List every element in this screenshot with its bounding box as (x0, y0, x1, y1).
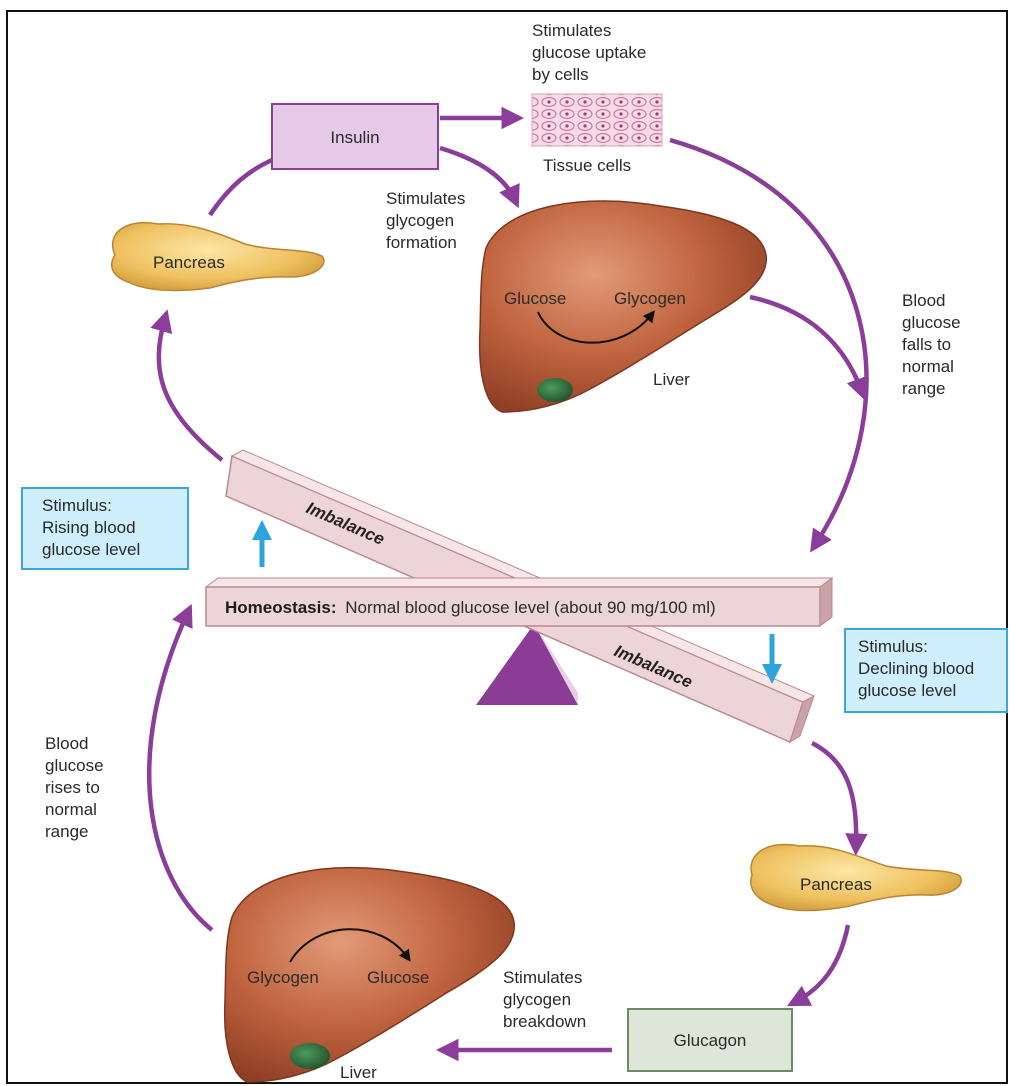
liver-bottom-from: Glycogen (247, 968, 319, 987)
liver-top-label: Liver (653, 370, 690, 389)
stimulus-rising-line: Stimulus: (42, 496, 112, 515)
stimulus-declining-line: glucose level (858, 681, 956, 700)
stimulus-declining-line: Stimulus: (858, 637, 928, 656)
tissue-cells-image (532, 94, 662, 146)
falls-line: normal (902, 357, 954, 376)
insulin-label: Insulin (330, 128, 379, 147)
stimulus-rising-line: Rising blood (42, 518, 136, 537)
pancreas-top: Pancreas (112, 223, 324, 291)
glucagon-label: Glucagon (674, 1031, 747, 1050)
tissue-caption-line: by cells (532, 65, 589, 84)
arrow-tissue-to-falls (670, 140, 866, 545)
glycogen-breakdown-line: breakdown (503, 1012, 586, 1031)
seesaw: Homeostasis: Normal blood glucose level … (206, 450, 832, 742)
liver-top: Glucose Glycogen Liver (480, 201, 767, 412)
liver-bottom-label: Liver (340, 1063, 377, 1082)
stimulus-rising-line: glucose level (42, 540, 140, 559)
rises-line: rises to (45, 778, 100, 797)
glycogen-formation-line: formation (386, 233, 457, 252)
rises-line: glucose (45, 756, 104, 775)
falls-line: Blood (902, 291, 945, 310)
gallbladder-top (537, 378, 573, 402)
stimulus-declining-line: Declining blood (858, 659, 974, 678)
arrow-pancreas-to-insulin (210, 160, 272, 215)
liver-top-to: Glycogen (614, 289, 686, 308)
arrow-imbalance-to-pancreas-bottom (812, 743, 856, 847)
tissue-cells: Stimulates glucose uptake by cells Tissu… (532, 21, 662, 175)
glucagon-box: Glucagon (628, 1009, 792, 1071)
tissue-cells-label: Tissue cells (543, 156, 631, 175)
gallbladder-bottom (290, 1043, 330, 1069)
pancreas-bottom-label: Pancreas (800, 875, 872, 894)
glycogen-formation-line: Stimulates (386, 189, 465, 208)
pancreas-top-label: Pancreas (153, 253, 225, 272)
glycogen-breakdown-line: Stimulates (503, 968, 582, 987)
liver-top-from: Glucose (504, 289, 566, 308)
rises-line: range (45, 822, 88, 841)
falls-line: range (902, 379, 945, 398)
glycogen-formation-text: Stimulates glycogen formation (386, 189, 465, 252)
arrow-imbalance-to-pancreas-top (159, 318, 222, 460)
pancreas-bottom: Pancreas (751, 844, 961, 910)
blood-glucose-falls-text: Blood glucose falls to normal range (902, 291, 961, 398)
rises-line: Blood (45, 734, 88, 753)
falls-line: glucose (902, 313, 961, 332)
homeostasis-label: Homeostasis: Normal blood glucose level … (225, 598, 716, 617)
tissue-caption-line: Stimulates (532, 21, 611, 40)
blood-glucose-rises-text: Blood glucose rises to normal range (45, 734, 104, 841)
glycogen-breakdown-line: glycogen (503, 990, 571, 1009)
falls-line: falls to (902, 335, 951, 354)
tissue-caption-line: glucose uptake (532, 43, 646, 62)
stimulus-declining-box: Stimulus: Declining blood glucose level (845, 629, 1007, 712)
insulin-box: Insulin (272, 104, 438, 169)
glycogen-formation-line: glycogen (386, 211, 454, 230)
glycogen-breakdown-text: Stimulates glycogen breakdown (503, 968, 586, 1031)
rises-line: normal (45, 800, 97, 819)
arrow-liver-to-falls (750, 297, 862, 392)
arrow-pancreas-to-glucagon (795, 925, 848, 1002)
arrow-liver-to-rises (149, 612, 212, 930)
liver-bottom-to: Glucose (367, 968, 429, 987)
stimulus-rising-box: Stimulus: Rising blood glucose level (22, 488, 188, 569)
